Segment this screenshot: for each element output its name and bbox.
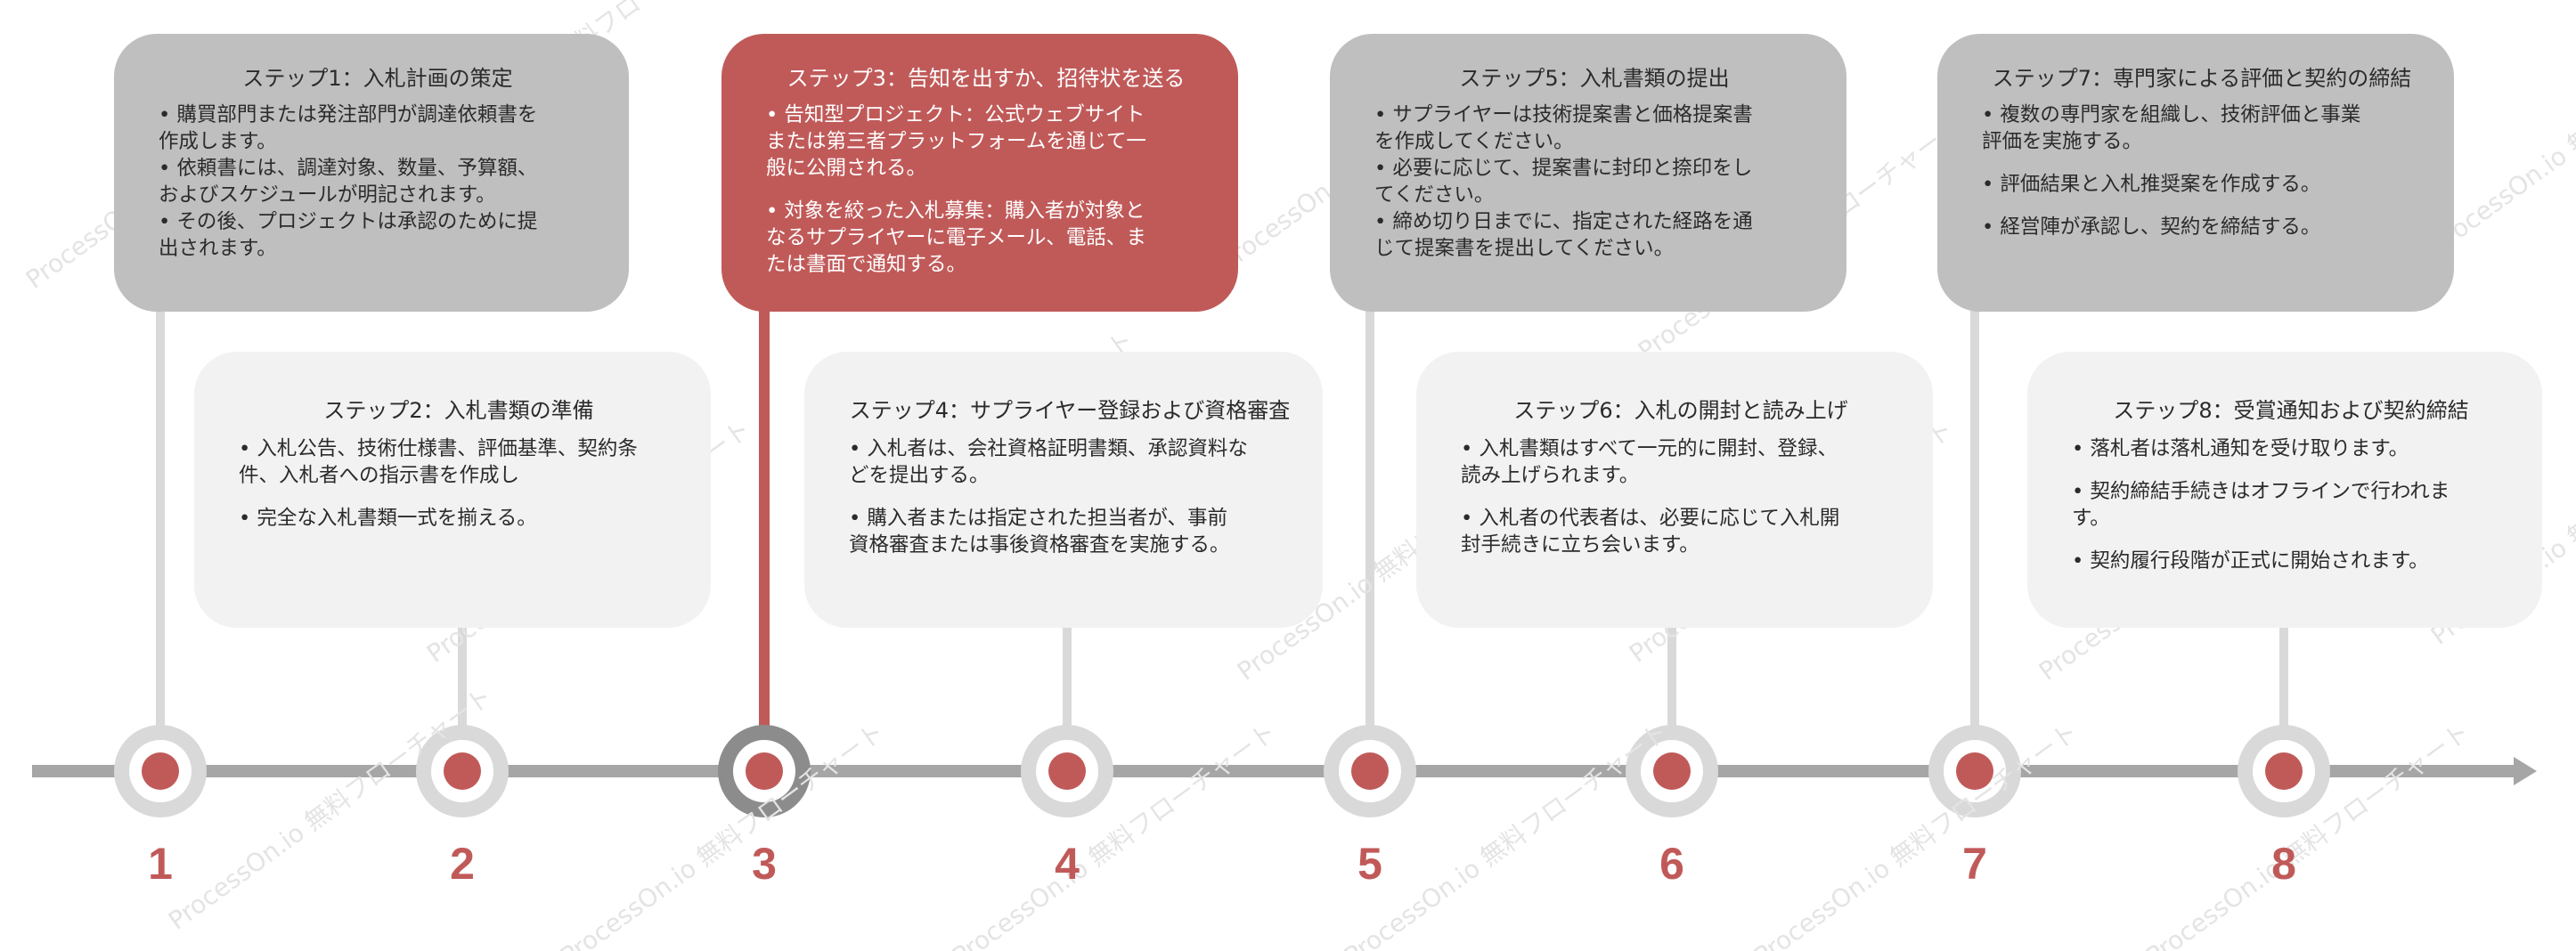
step-card-7: ステップ7：専門家による評価と契約の締結 • 複数の専門家を組織し、技術評価と事業… (1937, 34, 2454, 312)
node-dot-step-7 (1956, 752, 1993, 790)
step-description-line: • 購入者または指定された担当者が、事前 (849, 507, 1227, 530)
step-description-line: • 完全な入札書類一式を揃える。 (239, 507, 537, 530)
node-dot-step-6 (1653, 752, 1691, 790)
node-dot-step-3 (746, 752, 783, 790)
step-card-4: ステップ4：サプライヤー登録および資格審査 • 入札者は、会社資格証明書類、承認資… (804, 352, 1323, 628)
step-description-line: 般に公開される。 (766, 157, 927, 180)
step-card-1: ステップ1：入札計画の策定• 購買部門または発注部門が調達依頼書を作成します。•… (114, 34, 629, 312)
step-description-line: • 購買部門または発注部門が調達依頼書を (159, 103, 538, 126)
step-description-list: • サプライヤーは技術提案書と価格提案書を作成してください。 • 必要に応じて、提… (1374, 102, 1814, 262)
step-number-7: 7 (1962, 839, 1987, 889)
step-description-list: • 落札者は落札通知を受け取ります。 • 契約締結手続きはオフラインで行われます。… (2072, 435, 2510, 574)
step-description-list: • 入札公告、技術仕様書、評価基準、契約条件、入札者への指示書を作成し • 完全な… (239, 435, 679, 532)
step-description-line: じて提案書を提出してください。 (1374, 237, 1675, 260)
step-description-line: • 対象を絞った入札募集：購入者が対象と (766, 199, 1145, 223)
step-description-line: • 入札者は、会社資格証明書類、承認資料な (849, 437, 1248, 460)
step-description-line: • 締め切り日までに、指定された経路を通 (1374, 210, 1753, 233)
step-number-6: 6 (1659, 839, 1684, 889)
step-description-list: • 複数の専門家を組織し、技術評価と事業評価を実施する。 • 評価結果と入札推奨案… (1982, 102, 2422, 240)
step-card-2: ステップ2：入札書類の準備 • 入札公告、技術仕様書、評価基準、契約条件、入札者へ… (194, 352, 711, 628)
step-description-line: てください。 (1374, 183, 1495, 207)
step-description-line: 件、入札者への指示書を作成し (239, 464, 520, 487)
step-number-1: 1 (148, 839, 173, 889)
step-description-line: 読み上げられます。 (1461, 464, 1640, 487)
step-description-line: • 複数の専門家を組織し、技術評価と事業 (1982, 103, 2361, 126)
step-description-line: • 入札書類はすべて一元的に開封、登録、 (1461, 437, 1838, 460)
node-dot-step-5 (1351, 752, 1389, 790)
node-dot-step-4 (1048, 752, 1086, 790)
step-number-2: 2 (450, 839, 475, 889)
step-description-line: 評価を実施する。 (1982, 130, 2143, 153)
step-description-line: • 契約締結手続きはオフラインで行われま (2072, 480, 2450, 503)
step-description-line: • 入札公告、技術仕様書、評価基準、契約条 (239, 437, 638, 460)
step-description-line: 資格審査または事後資格審査を実施する。 (849, 533, 1230, 557)
step-description-line: • 依頼書には、調達対象、数量、予算額、 (159, 157, 538, 180)
step-description-line: なるサプライヤーに電子メール、電話、ま (766, 226, 1146, 249)
step-title: ステップ1：入札計画の策定 (242, 66, 513, 91)
step-number-3: 3 (752, 839, 777, 889)
step-description-line: たは書面で通知する。 (766, 253, 967, 276)
step-title: ステップ2：入札書類の準備 (323, 398, 594, 423)
step-description-line: 作成します。 (159, 130, 277, 153)
step-description-line: 出されます。 (159, 237, 277, 260)
step-title: ステップ4：サプライヤー登録および資格審査 (849, 398, 1291, 423)
step-description-line: およびスケジュールが明記されます。 (159, 183, 496, 207)
step-description-line: • サプライヤーは技術提案書と価格提案書 (1374, 103, 1753, 126)
step-description-line: • その後、プロジェクトは承認のために提 (159, 210, 538, 233)
timeline-arrow-head (2514, 757, 2537, 785)
node-dot-step-1 (142, 752, 179, 790)
step-description-line: す。 (2072, 507, 2110, 530)
step-card-3: ステップ3：告知を出すか、招待状を送る • 告知型プロジェクト：公式ウェブサイトま… (721, 34, 1238, 312)
step-title: ステップ3：告知を出すか、招待状を送る (787, 66, 1186, 91)
step-description-line: を作成してください。 (1374, 130, 1574, 153)
step-description-list: • 入札者は、会社資格証明書類、承認資料などを提出する。 • 購入者または指定され… (849, 435, 1291, 558)
step-description-line: • 落札者は落札通知を受け取ります。 (2072, 437, 2409, 460)
step-number-8: 8 (2271, 839, 2296, 889)
step-description-list: • 入札書類はすべて一元的に開封、登録、読み上げられます。 • 入札者の代表者は、… (1461, 435, 1901, 558)
step-title: ステップ6：入札の開封と読み上げ (1513, 398, 1848, 423)
step-description-line: • 評価結果と入札推奨案を作成する。 (1982, 173, 2321, 196)
step-description-line: • 経営陣が承認し、契約を締結する。 (1982, 215, 2321, 239)
step-description-line: または第三者プラットフォームを通じて一 (766, 130, 1146, 153)
step-number-4: 4 (1055, 839, 1080, 889)
step-number-5: 5 (1357, 839, 1382, 889)
step-description-line: • 契約履行段階が正式に開始されます。 (2072, 549, 2429, 573)
node-dot-step-2 (444, 752, 481, 790)
step-title: ステップ7：専門家による評価と契約の締結 (1992, 66, 2412, 91)
step-card-8: ステップ8：受賞通知および契約締結 • 落札者は落札通知を受け取ります。 • 契約締… (2027, 352, 2542, 628)
timeline-axis (32, 765, 2517, 777)
step-description-line: どを提出する。 (849, 464, 990, 487)
step-description-line: • 必要に応じて、提案書に封印と捺印をし (1374, 157, 1753, 180)
step-description-line: 封手続きに立ち会います。 (1461, 533, 1700, 557)
step-description-line: • 告知型プロジェクト：公式ウェブサイト (766, 103, 1145, 126)
step-description-line: • 入札者の代表者は、必要に応じて入札開 (1461, 507, 1840, 530)
step-title: ステップ5：入札書類の提出 (1459, 66, 1730, 91)
step-title: ステップ8：受賞通知および契約締結 (2113, 398, 2469, 423)
node-dot-step-8 (2265, 752, 2303, 790)
step-description-list: • 告知型プロジェクト：公式ウェブサイトまたは第三者プラットフォームを通じて一般… (766, 102, 1206, 278)
step-description-list: • 購買部門または発注部門が調達依頼書を作成します。 • 依頼書には、調達対象、数… (159, 102, 597, 262)
step-card-5: ステップ5：入札書類の提出 • サプライヤーは技術提案書と価格提案書を作成してくだ… (1330, 34, 1846, 312)
step-card-6: ステップ6：入札の開封と読み上げ • 入札書類はすべて一元的に開封、登録、読み上げ… (1416, 352, 1933, 628)
